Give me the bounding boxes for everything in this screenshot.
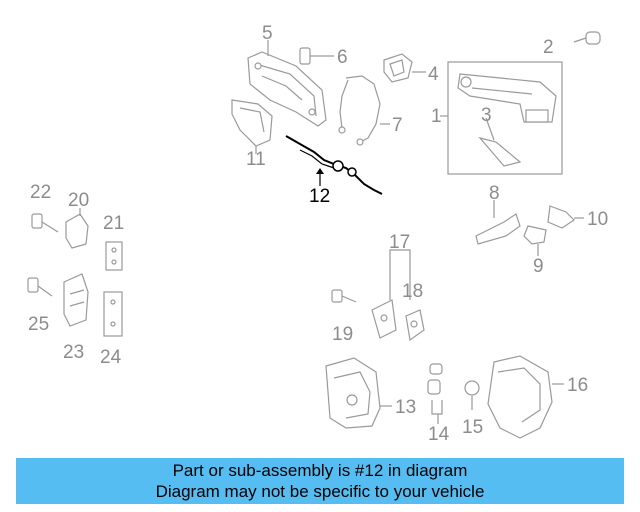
callout-23: 23 <box>63 342 84 363</box>
part-9-bushing <box>523 225 547 256</box>
callout-18: 18 <box>402 281 423 302</box>
part-13-latch <box>325 357 392 429</box>
callout-6: 6 <box>337 47 348 68</box>
part-12-cable <box>285 135 383 195</box>
part-21-plate <box>105 241 123 271</box>
callout-14: 14 <box>428 424 450 445</box>
part-8-rod-end <box>475 200 521 245</box>
callout-7: 7 <box>392 115 403 136</box>
callout-2: 2 <box>543 37 554 58</box>
part-24-plate <box>103 291 123 337</box>
part-11-inner-handle <box>231 99 273 154</box>
callout-12: 12 <box>309 186 330 207</box>
callout-24: 24 <box>100 347 122 368</box>
callout-8: 8 <box>489 183 500 204</box>
callout-22: 22 <box>30 182 51 203</box>
part-6-bolt <box>299 47 334 65</box>
callout-15: 15 <box>462 417 483 438</box>
callout-17: 17 <box>389 232 410 253</box>
callout-10: 10 <box>587 209 608 230</box>
part-7-rod <box>338 75 390 146</box>
callout-4: 4 <box>428 64 439 85</box>
part-2-screw <box>573 31 601 45</box>
part-10-clip <box>547 205 584 229</box>
part-23-hinge <box>63 273 89 327</box>
callout-5: 5 <box>262 23 273 44</box>
part-15-cap <box>464 380 480 410</box>
part-16-module <box>487 355 564 439</box>
callout-21: 21 <box>103 213 124 234</box>
callout-9: 9 <box>533 256 544 277</box>
callout-1: 1 <box>431 106 442 127</box>
callout-13: 13 <box>395 397 416 418</box>
callout-3: 3 <box>481 105 492 126</box>
part-3-handle-cap <box>478 117 522 167</box>
callout-19: 19 <box>332 324 353 345</box>
part-1-outer-handle <box>440 61 563 175</box>
part-14-screws <box>427 363 443 424</box>
callout-16: 16 <box>567 375 588 396</box>
part-22-bolt <box>31 213 59 233</box>
part-25-bolt <box>27 277 53 297</box>
part-17-18-group <box>371 249 425 342</box>
callout-20: 20 <box>68 190 89 211</box>
part-5-handle-frame <box>247 40 327 127</box>
part-19-bolt <box>331 289 357 303</box>
part-4-gasket <box>383 53 426 83</box>
callout-25: 25 <box>28 314 49 335</box>
banner-line-1: Part or sub-assembly is #12 in diagram <box>172 461 468 480</box>
callout-11: 11 <box>246 149 266 170</box>
part-info-banner: Part or sub-assembly is #12 in diagram D… <box>16 458 624 504</box>
part-20-bracket <box>65 208 89 249</box>
banner-line-2: Diagram may not be specific to your vehi… <box>155 482 485 501</box>
